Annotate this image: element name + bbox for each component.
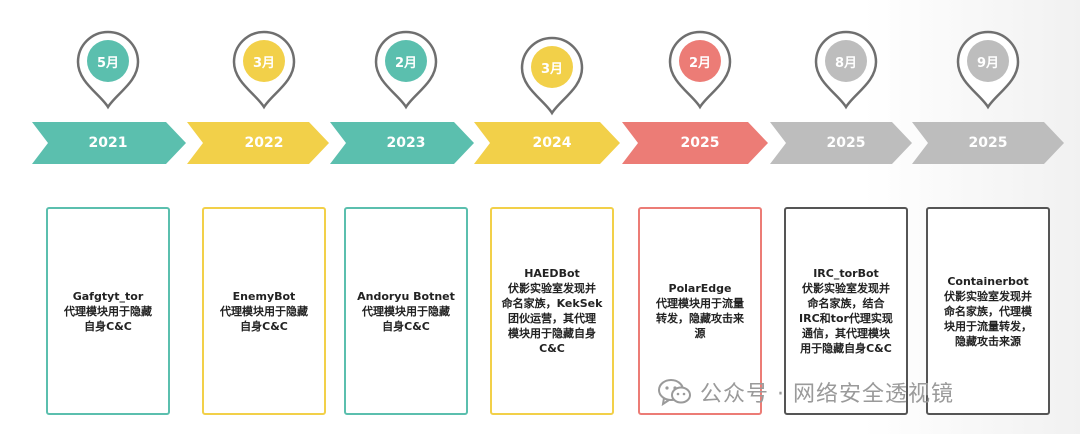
timeline-arrow-segment (330, 122, 474, 164)
event-description: Andoryu Botnet 代理模块用于隐藏 自身C&C (357, 289, 455, 333)
event-description: Gafgtyt_tor 代理模块用于隐藏 自身C&C (64, 289, 152, 333)
year-label: 2025 (826, 135, 866, 151)
watermark: 公众号 · 网络安全透视镜 (658, 374, 954, 410)
event-description: IRC_torBot 伏影实验室发现并 命名家族，结合 IRC和tor代理实现 … (799, 267, 893, 355)
timeline-arrow-segment (912, 122, 1064, 164)
map-pin-icon: 2月 (666, 28, 734, 110)
event-description: EnemyBot 代理模块用于隐藏 自身C&C (220, 289, 308, 333)
year-label: 2021 (88, 135, 128, 151)
pin-month-label: 8月 (834, 56, 858, 71)
event-card: Andoryu Botnet 代理模块用于隐藏 自身C&C (344, 207, 468, 415)
pin-month-label: 9月 (976, 56, 1000, 71)
event-card: HAEDBot 伏影实验室发现并 命名家族，KekSek 团伙运营，其代理 模块… (490, 207, 614, 415)
year-label: 2025 (968, 135, 1008, 151)
wechat-icon (658, 379, 691, 406)
year-label: 2023 (386, 135, 426, 151)
pin-month-label: 2月 (394, 56, 418, 71)
year-label: 2025 (680, 135, 720, 151)
timeline-arrow-segment (32, 122, 186, 164)
timeline-arrow-segment (622, 122, 768, 164)
event-card: IRC_torBot 伏影实验室发现并 命名家族，结合 IRC和tor代理实现 … (784, 207, 908, 415)
event-card: Gafgtyt_tor 代理模块用于隐藏 自身C&C (46, 207, 170, 415)
year-label: 2024 (532, 135, 572, 151)
map-pin-icon: 5月 (74, 28, 142, 110)
pin-month-label: 3月 (540, 62, 564, 77)
timeline-arrow-segment (770, 122, 912, 164)
map-pin-icon: 8月 (812, 28, 880, 110)
map-pin-icon: 3月 (230, 28, 298, 110)
map-pin-icon: 2月 (372, 28, 440, 110)
event-description: Containerbot 伏影实验室发现并 命名家族，代理模 块用于流量转发， … (944, 274, 1032, 348)
year-label: 2022 (244, 135, 284, 151)
event-card: Containerbot 伏影实验室发现并 命名家族，代理模 块用于流量转发， … (926, 207, 1050, 415)
timeline-arrow-segment (187, 122, 329, 164)
pin-month-label: 2月 (688, 56, 712, 71)
map-pin-icon: 3月 (518, 34, 586, 116)
pin-month-label: 5月 (96, 56, 120, 71)
watermark-text: 公众号 · 网络安全透视镜 (700, 382, 954, 407)
map-pin-icon: 9月 (954, 28, 1022, 110)
timeline-arrow-segment (474, 122, 620, 164)
event-card: PolarEdge 代理模块用于流量 转发，隐藏攻击来 源 (638, 207, 762, 415)
pin-month-label: 3月 (252, 56, 276, 71)
event-card: EnemyBot 代理模块用于隐藏 自身C&C (202, 207, 326, 415)
event-description: PolarEdge 代理模块用于流量 转发，隐藏攻击来 源 (656, 282, 744, 340)
event-description: HAEDBot 伏影实验室发现并 命名家族，KekSek 团伙运营，其代理 模块… (501, 267, 603, 355)
